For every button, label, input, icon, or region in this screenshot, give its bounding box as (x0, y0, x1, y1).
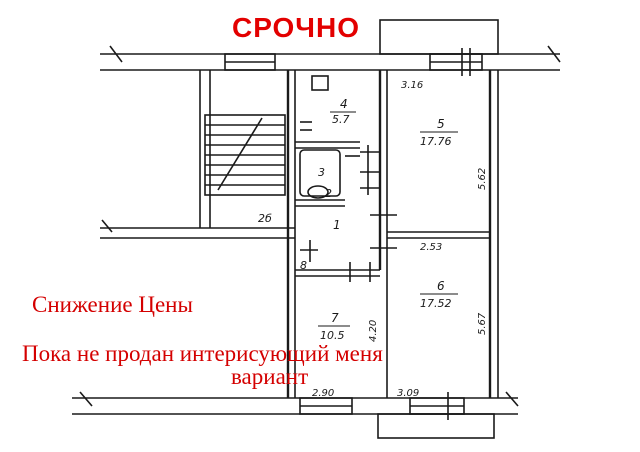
not-sold-note-line2: вариант (231, 364, 309, 389)
balcony-bottom (377, 413, 495, 439)
room-4-number: 4 (340, 97, 348, 111)
dim-bottom-left: 2.90 (312, 388, 334, 399)
room-2-number: 2 (325, 187, 332, 200)
urgent-banner: СРОЧНО (232, 12, 360, 43)
dim-bottom-right: 3.09 (397, 388, 419, 399)
stairwell (100, 70, 295, 239)
dim-room7-side: 4.20 (368, 320, 379, 342)
room-1-number: 1 (333, 218, 341, 232)
interior-walls (286, 70, 499, 398)
door-marks (309, 145, 397, 282)
price-drop-note: Снижение Цены (32, 292, 193, 317)
room-5-number: 5 (437, 117, 445, 131)
dim-top-right: 3.16 (401, 80, 423, 91)
room-6-area: 17.52 (420, 297, 452, 310)
room-4-area: 5.7 (332, 113, 350, 126)
room-8-number: 8 (300, 259, 307, 272)
room-7-number: 7 (331, 311, 339, 325)
fixtures (299, 75, 341, 199)
dim-corridor: 2б (258, 212, 272, 225)
dim-room6-top: 2.53 (420, 242, 442, 253)
not-sold-note-line1: Пока не продан интерисующий меня (22, 341, 383, 366)
balcony-top (379, 19, 499, 55)
dim-right-upper: 5.62 (477, 168, 488, 190)
room-3-number: 3 (318, 166, 325, 179)
room-6-number: 6 (437, 279, 445, 293)
room-5-area: 17.76 (420, 135, 452, 148)
room-7-area: 10.5 (320, 329, 345, 342)
dim-right-lower: 5.67 (477, 312, 488, 335)
